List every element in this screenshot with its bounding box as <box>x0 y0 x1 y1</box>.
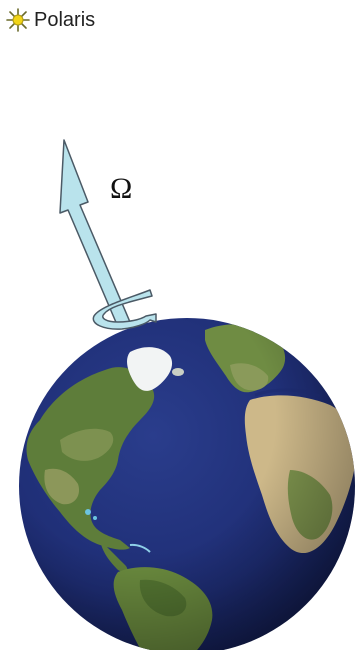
axis-arrow-shaft <box>60 140 130 327</box>
rotation-axis-arrow <box>60 140 156 329</box>
earth-globe <box>19 318 356 650</box>
